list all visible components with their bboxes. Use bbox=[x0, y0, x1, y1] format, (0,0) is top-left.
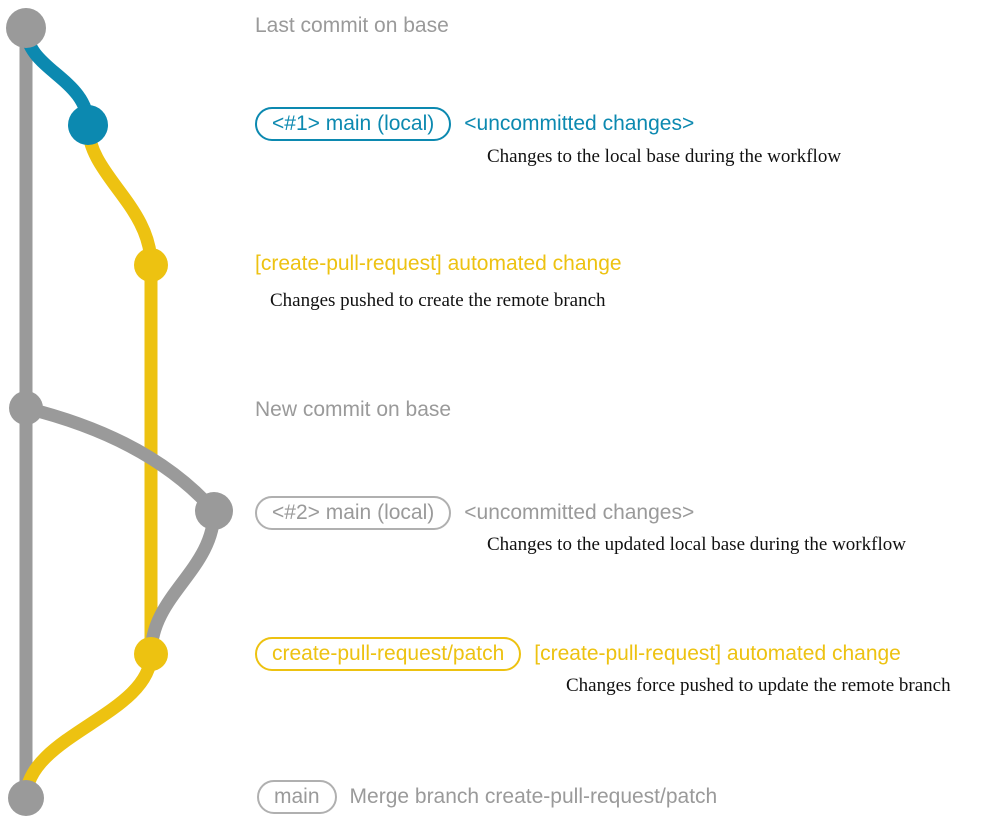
commit-body-local-main-1: Changes to the local base during the wor… bbox=[487, 146, 842, 167]
ref-badge-create-pull-request-patch[interactable]: create-pull-request/patch bbox=[255, 637, 522, 671]
commit-subject-automated-change-1: [create-pull-request] automated change bbox=[255, 252, 622, 275]
commit-row-local-main-2: <#2> main (local) <uncommitted changes> bbox=[255, 496, 694, 530]
commit-node-last-commit-on-base[interactable] bbox=[6, 8, 46, 48]
commit-row-automated-change-2: create-pull-request/patch [create-pull-r… bbox=[255, 637, 901, 671]
commit-subject-local-main-1: <uncommitted changes> bbox=[464, 112, 695, 135]
ref-badge-main[interactable]: main bbox=[257, 780, 337, 814]
commit-node-local-main-1[interactable] bbox=[68, 105, 108, 145]
commit-node-automated-change-1[interactable] bbox=[134, 248, 168, 282]
commit-node-automated-change-2[interactable] bbox=[134, 637, 168, 671]
commit-node-local-main-2[interactable] bbox=[195, 492, 233, 530]
commit-row-merge: main Merge branch create-pull-request/pa… bbox=[257, 780, 717, 814]
commit-node-merge[interactable] bbox=[8, 780, 44, 816]
commit-body-automated-change-1: Changes pushed to create the remote bran… bbox=[270, 290, 606, 311]
commit-subject-merge: Merge branch create-pull-request/patch bbox=[349, 785, 718, 808]
commit-body-local-main-2: Changes to the updated local base during… bbox=[487, 534, 906, 555]
ref-badge-local-main-1[interactable]: <#1> main (local) bbox=[255, 107, 452, 141]
commit-row-local-main-1: <#1> main (local) <uncommitted changes> bbox=[255, 107, 694, 141]
patch-to-merge-line bbox=[19, 647, 158, 805]
commit-subject-new-commit-on-base: New commit on base bbox=[255, 398, 452, 421]
commit-row-automated-change-1: [create-pull-request] automated change bbox=[255, 252, 622, 276]
commit-body-automated-change-2: Changes force pushed to update the remot… bbox=[566, 675, 951, 696]
commit-subject-last-commit-on-base: Last commit on base bbox=[255, 14, 449, 37]
commit-subject-automated-change-2: [create-pull-request] automated change bbox=[534, 642, 901, 665]
ref-badge-local-main-2[interactable]: <#2> main (local) bbox=[255, 496, 452, 530]
commit-node-new-commit-on-base[interactable] bbox=[9, 391, 43, 425]
commit-subject-local-main-2: <uncommitted changes> bbox=[464, 501, 695, 524]
base-to-local2-line bbox=[19, 401, 221, 518]
local2-to-patch-line bbox=[144, 504, 221, 661]
